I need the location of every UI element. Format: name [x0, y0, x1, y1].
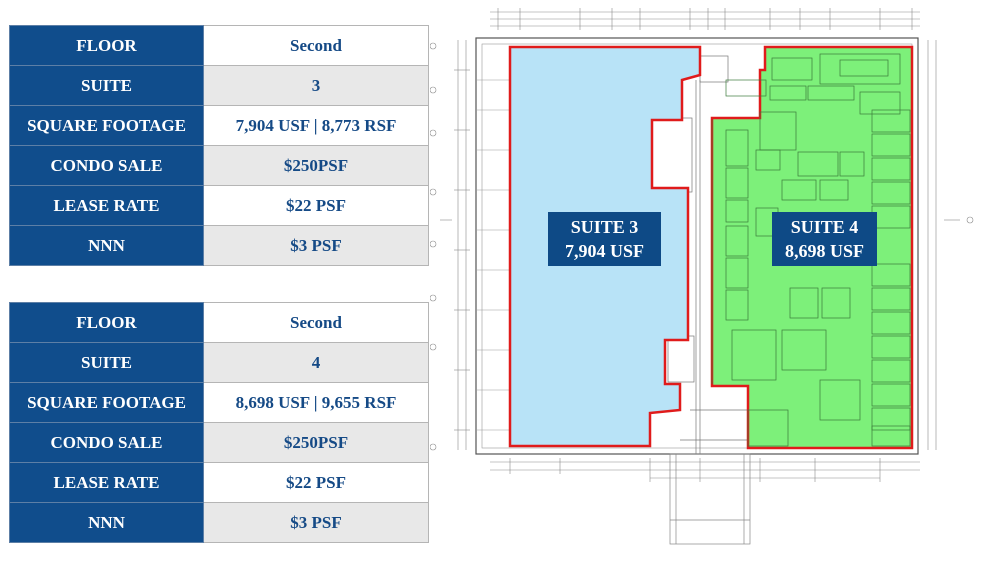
row-value-square-footage: 8,698 USF | 9,655 RSF	[203, 382, 429, 423]
suite-labels	[430, 0, 984, 570]
suite-4-spec-table: FLOOR Second SUITE 4 SQUARE FOOTAGE 8,69…	[9, 302, 429, 543]
row-label-lease-rate: LEASE RATE	[9, 185, 204, 226]
table-row: LEASE RATE $22 PSF	[9, 462, 429, 503]
row-value-lease-rate: $22 PSF	[203, 462, 429, 503]
table-row: FLOOR Second	[9, 302, 429, 343]
suite-3-label-name: SUITE 3	[570, 217, 639, 237]
row-value-condo-sale: $250PSF	[203, 422, 429, 463]
suite-3-spec-table: FLOOR Second SUITE 3 SQUARE FOOTAGE 7,90…	[9, 25, 429, 266]
table-row: SUITE 3	[9, 65, 429, 106]
table-row: NNN $3 PSF	[9, 225, 429, 266]
suite-3-label: SUITE 3 7,904 USF	[548, 212, 661, 266]
row-value-nnn: $3 PSF	[203, 225, 429, 266]
row-label-lease-rate: LEASE RATE	[9, 462, 204, 503]
row-label-floor: FLOOR	[9, 302, 204, 343]
table-row: NNN $3 PSF	[9, 502, 429, 543]
table-row: SQUARE FOOTAGE 7,904 USF | 8,773 RSF	[9, 105, 429, 146]
suite-4-label: SUITE 4 8,698 USF	[772, 212, 877, 266]
row-label-floor: FLOOR	[9, 25, 204, 66]
row-value-floor: Second	[203, 302, 429, 343]
suite-4-label-name: SUITE 4	[790, 217, 859, 237]
row-value-lease-rate: $22 PSF	[203, 185, 429, 226]
suite-3-label-area: 7,904 USF	[564, 241, 644, 261]
row-label-condo-sale: CONDO SALE	[9, 422, 204, 463]
table-row: SQUARE FOOTAGE 8,698 USF | 9,655 RSF	[9, 382, 429, 423]
table-row: LEASE RATE $22 PSF	[9, 185, 429, 226]
row-value-nnn: $3 PSF	[203, 502, 429, 543]
row-label-suite: SUITE	[9, 342, 204, 383]
floor-plan	[430, 0, 984, 570]
row-value-suite: 3	[203, 65, 429, 106]
top-dimension-lines	[490, 8, 920, 30]
row-label-square-footage: SQUARE FOOTAGE	[9, 382, 204, 423]
bottom-dimension-lines	[490, 458, 920, 482]
row-label-nnn: NNN	[9, 502, 204, 543]
row-value-condo-sale: $250PSF	[203, 145, 429, 186]
row-value-square-footage: 7,904 USF | 8,773 RSF	[203, 105, 429, 146]
row-label-suite: SUITE	[9, 65, 204, 106]
row-value-floor: Second	[203, 25, 429, 66]
row-label-nnn: NNN	[9, 225, 204, 266]
table-row: CONDO SALE $250PSF	[9, 422, 429, 463]
window-ticks	[476, 79, 510, 431]
row-label-condo-sale: CONDO SALE	[9, 145, 204, 186]
table-row: FLOOR Second	[9, 25, 429, 66]
suite-4-label-area: 8,698 USF	[784, 241, 864, 261]
row-label-square-footage: SQUARE FOOTAGE	[9, 105, 204, 146]
table-row: CONDO SALE $250PSF	[9, 145, 429, 186]
row-value-suite: 4	[203, 342, 429, 383]
side-dimension-lines	[430, 40, 974, 451]
table-row: SUITE 4	[9, 342, 429, 383]
entry-canopy	[669, 453, 751, 545]
